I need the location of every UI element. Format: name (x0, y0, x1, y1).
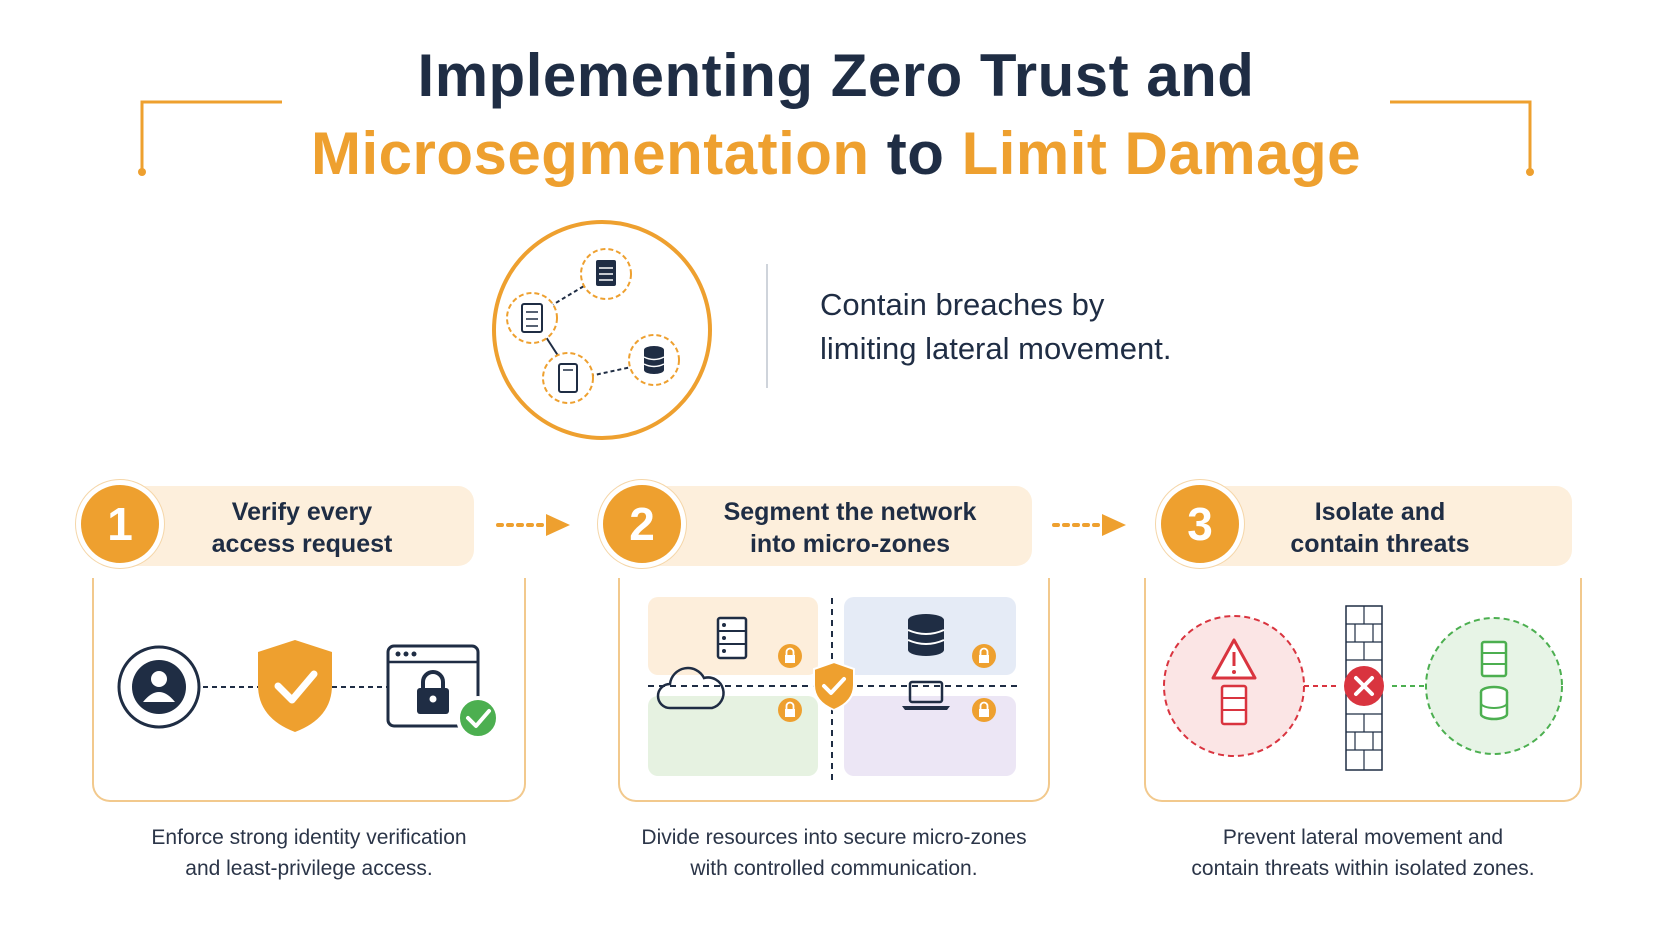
step-1-panel (92, 578, 526, 802)
page-title-line-1: Implementing Zero Trust and (417, 42, 1255, 109)
block-icon (1344, 666, 1384, 706)
database-icon (628, 334, 680, 386)
server-icon (580, 248, 632, 300)
cloud-icon (656, 666, 725, 710)
lock-badge-icon (972, 698, 996, 722)
arrow-icon (496, 514, 570, 536)
title-connector: to (869, 120, 962, 187)
device-icon (542, 352, 594, 404)
server-icon (1220, 684, 1248, 726)
network-segmentation-illustration (492, 220, 712, 440)
browser-lock-icon (386, 644, 500, 740)
step-3-panel (1144, 578, 1582, 802)
subtitle: Contain breaches by limiting lateral mov… (820, 283, 1171, 371)
database-icon (1479, 685, 1509, 721)
lock-badge-icon (778, 698, 802, 722)
subtitle-line-2: limiting lateral movement. (820, 331, 1172, 366)
title-highlight-limit-damage: Limit Damage (961, 120, 1361, 187)
warning-icon (1211, 638, 1257, 680)
subtitle-line-1: Contain breaches by (820, 287, 1105, 322)
step-2-description: Divide resources into secure micro-zones… (641, 826, 1027, 880)
shield-check-icon (258, 640, 332, 732)
laptop-icon (902, 680, 950, 710)
step-1-description: Enforce strong identity verification and… (151, 826, 467, 880)
user-icon (117, 645, 201, 729)
lock-badge-icon (778, 644, 802, 668)
step-3-title: Isolate and contain threats (1290, 498, 1470, 558)
step-3-illustration (1163, 605, 1563, 771)
step-2-illustration (648, 598, 1018, 780)
arrow-icon (1052, 514, 1126, 536)
step-1-header (120, 486, 474, 566)
step-1-number: 1 (76, 480, 164, 568)
step-2-number: 2 (598, 480, 686, 568)
step-2-header (640, 486, 1032, 566)
safe-zone (1425, 617, 1563, 755)
right-bracket-decoration (1390, 100, 1534, 176)
shield-check-icon (813, 660, 855, 712)
server-icon (716, 616, 748, 660)
database-icon (907, 614, 945, 656)
page-title-line-2: Microsegmentation to Limit Damage (0, 124, 1672, 184)
lock-badge-icon (972, 644, 996, 668)
left-bracket-decoration (138, 100, 282, 176)
step-3-header (1200, 486, 1572, 566)
title-highlight-microsegmentation: Microsegmentation (311, 120, 870, 187)
step-1-title: Verify every access request (211, 498, 393, 558)
vertical-divider (766, 264, 768, 388)
step-3-description: Prevent lateral movement and contain thr… (1191, 826, 1535, 880)
step-2-panel (618, 578, 1050, 802)
step-2-title: Segment the network into micro-zones (723, 498, 977, 558)
server-icon (506, 292, 558, 344)
step-3-number: 3 (1156, 480, 1244, 568)
step-1-illustration (117, 640, 500, 740)
server-icon (1480, 640, 1508, 678)
compromised-zone (1163, 615, 1305, 757)
